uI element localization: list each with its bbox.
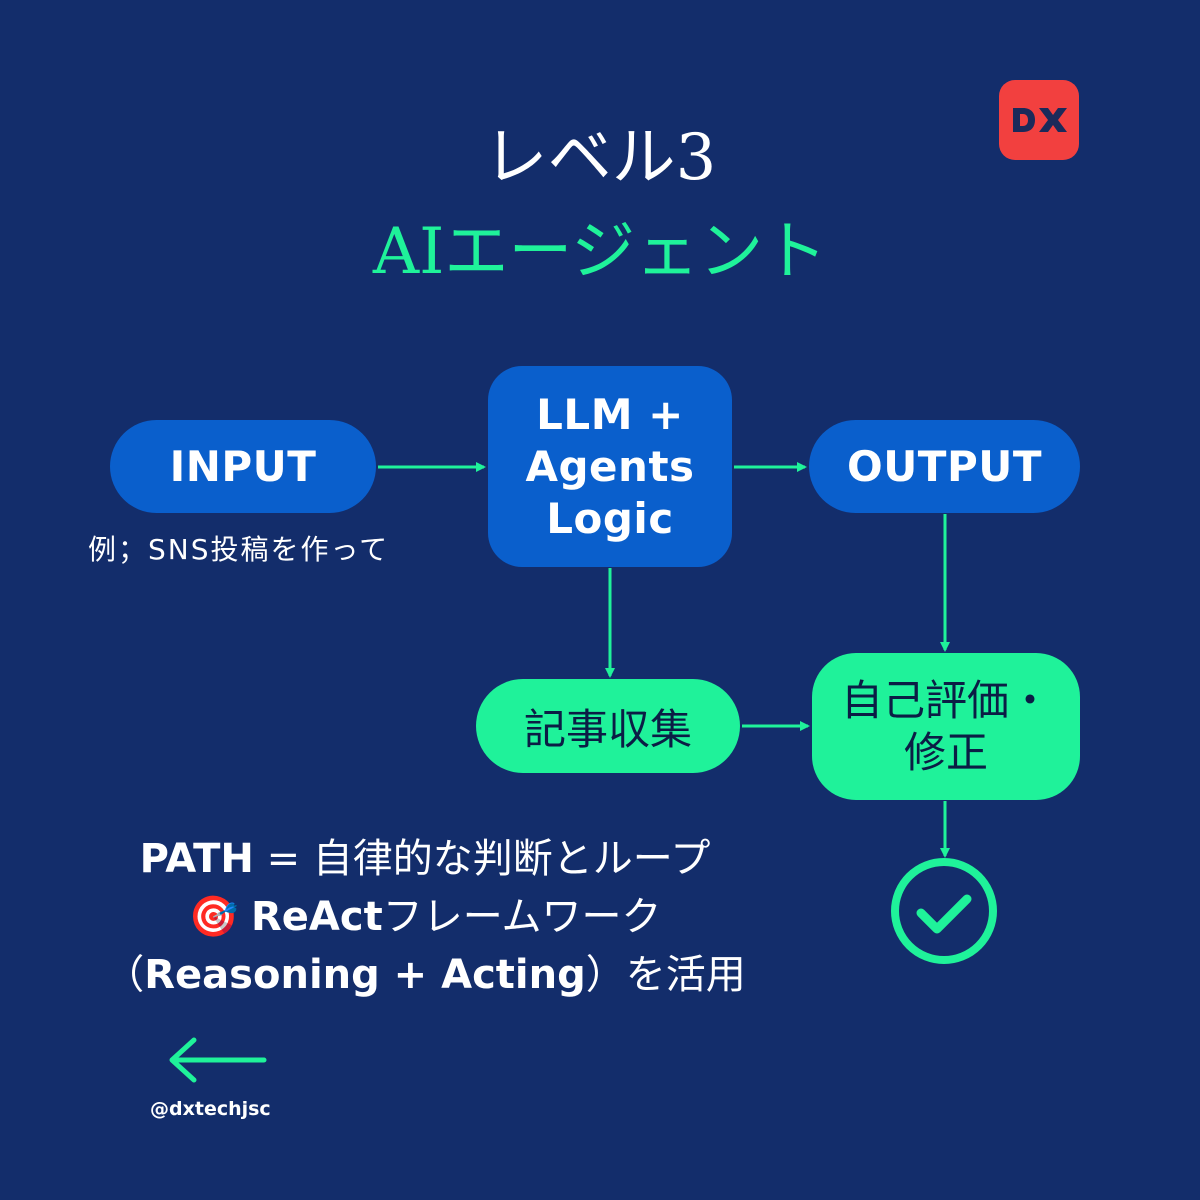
path-line-2: 🎯 ReActフレームワーク <box>60 888 790 946</box>
node-collect-label: 記事収集 <box>523 704 692 754</box>
reasoning-acting-label: Reasoning + Acting <box>144 952 586 998</box>
path-line3-text: ）を活用 <box>585 952 746 998</box>
path-line-1: PATH = 自律的な判断とループ <box>60 830 790 888</box>
node-llm-agents-logic: LLM + Agents Logic <box>488 366 732 567</box>
social-handle: @dxtechjsc <box>150 1098 271 1120</box>
path-description: PATH = 自律的な判断とループ 🎯 ReActフレームワーク （Reason… <box>60 830 790 1004</box>
node-self-evaluation: 自己評価・ 修正 <box>812 653 1080 800</box>
title-level: レベル3 <box>483 121 717 195</box>
dx-logo-mark <box>1013 108 1067 132</box>
node-llm-line2: Agents <box>525 441 695 491</box>
path-line2-text: フレームワーク <box>382 894 662 940</box>
path-line1-text: = 自律的な判断とループ <box>253 836 711 882</box>
check-circle-icon <box>891 858 997 964</box>
path-line3-open: （ <box>104 952 145 998</box>
node-eval-line1: 自己評価・ <box>840 675 1051 725</box>
node-input-label: INPUT <box>169 442 317 491</box>
target-icon: 🎯 <box>188 894 239 940</box>
node-llm-line1: LLM + <box>536 389 684 439</box>
node-output: OUTPUT <box>809 420 1080 513</box>
arrow-left-icon <box>169 1037 267 1083</box>
example-text: 例；SNS投稿を作って <box>88 533 390 566</box>
title-ai-agent: AIエージェント <box>372 215 828 289</box>
path-label: PATH <box>139 836 254 882</box>
node-article-collection: 記事収集 <box>476 679 740 773</box>
node-llm-line3: Logic <box>546 493 674 543</box>
path-line-3: （Reasoning + Acting）を活用 <box>60 946 790 1004</box>
node-output-label: OUTPUT <box>847 442 1042 491</box>
node-input: INPUT <box>110 420 376 513</box>
node-eval-line2: 修正 <box>903 727 988 777</box>
dx-logo <box>999 80 1079 160</box>
react-label: ReAct <box>251 894 383 940</box>
